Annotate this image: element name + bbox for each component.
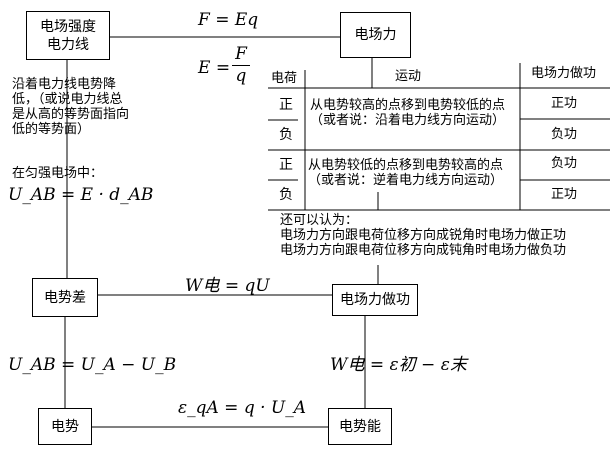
potential-drop-note: 沿着电力线电势降低，（或说电力线总是从高的等势面指向低的等势面）	[12, 77, 130, 137]
table-charge-1: 正	[279, 97, 293, 113]
table-work-4: 正功	[551, 187, 578, 202]
also-note-intro: 还可以认为：	[280, 213, 359, 228]
formula-f-eq: F = Eq	[198, 10, 259, 30]
formula-u-ed: U_AB = E · d_AB	[8, 185, 154, 205]
electric-force-node: 电场力	[340, 12, 411, 58]
potential-difference-node: 电势差	[32, 278, 98, 317]
potential-node: 电势	[38, 408, 92, 445]
formula-e-fraction: F q	[232, 44, 250, 86]
field-force-work-node: 电场力做功	[332, 284, 418, 316]
table-work-3: 负功	[551, 156, 578, 171]
table-charge-4: 负	[279, 187, 293, 203]
formula-u-difference: U_AB = U_A − U_B	[8, 355, 177, 375]
table-motion-downhill: 从电势较高的点移到电势较低的点（或者说：沿着电力线方向运动）	[310, 98, 506, 128]
formula-w-epsilon: W电 = ε初 − ε末	[330, 355, 467, 375]
formula-e-lhs: E =	[198, 58, 231, 78]
table-header-motion: 运动	[395, 69, 422, 84]
formula-epsilon-qu: ε_qA = q · U_A	[178, 398, 307, 418]
formula-e-numerator: F	[235, 44, 247, 64]
table-charge-2: 负	[279, 127, 293, 143]
table-motion-uphill: 从电势较低的点移到电势较高的点（或者说：逆着电力线方向运动）	[308, 158, 504, 188]
also-note-obtuse: 电场力方向跟电荷位移方向成钝角时电场力做负功	[280, 243, 567, 258]
also-note-acute: 电场力方向跟电荷位移方向成锐角时电场力做正功	[280, 228, 567, 243]
table-header-charge: 电荷	[271, 71, 298, 86]
potential-energy-node: 电势能	[328, 408, 392, 445]
field-strength-lines-node: 电场强度 电力线	[26, 11, 110, 60]
table-work-2: 负功	[551, 127, 578, 142]
table-charge-3: 正	[279, 157, 293, 173]
table-header-work: 电场力做功	[531, 66, 597, 81]
table-work-1: 正功	[551, 96, 578, 111]
uniform-field-note: 在匀强电场中：	[12, 166, 104, 181]
formula-e-denominator: q	[232, 65, 250, 86]
formula-w-qu: W电 = qU	[185, 276, 270, 296]
